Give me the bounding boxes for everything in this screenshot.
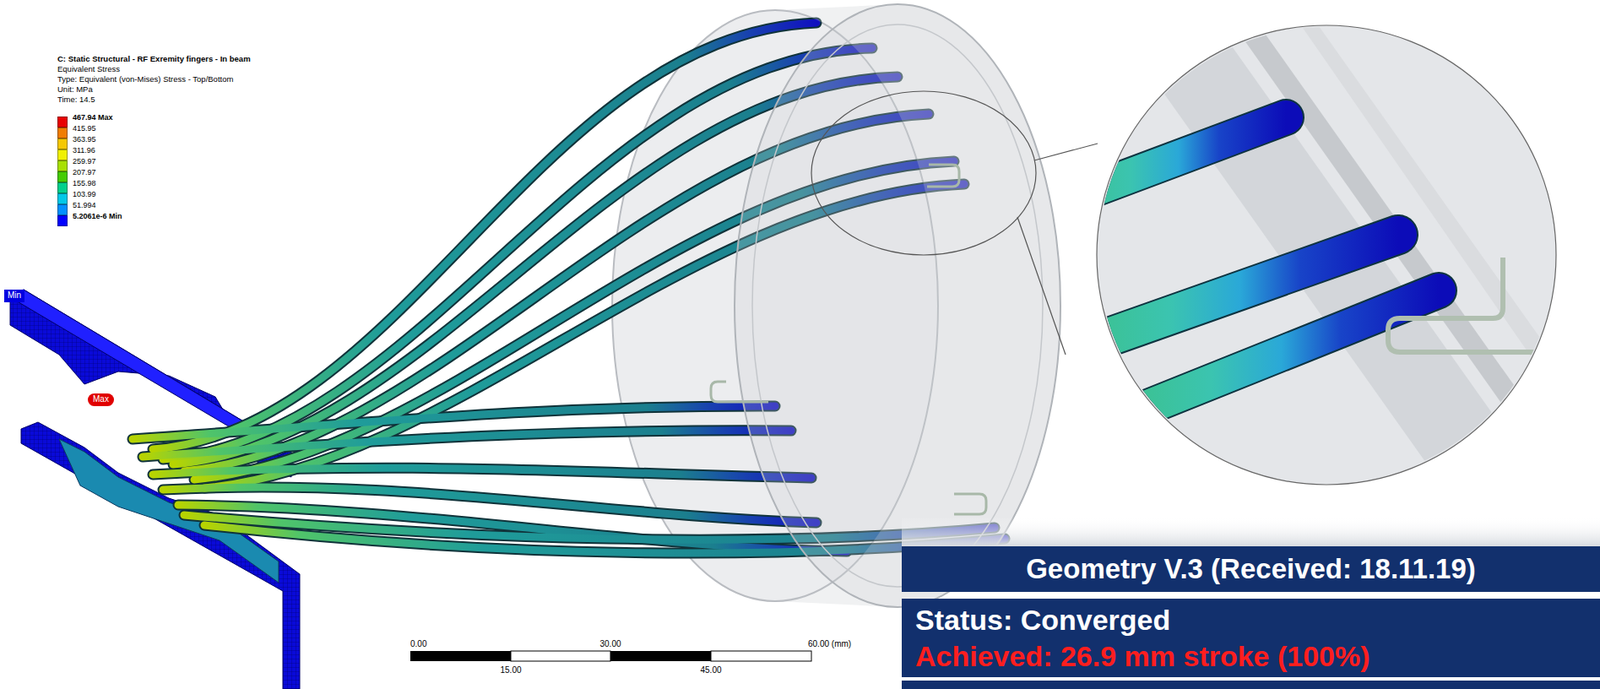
legend-swatch — [57, 182, 68, 194]
legend-value: 259.97 — [72, 157, 97, 166]
legend-value: 103.99 — [72, 190, 97, 199]
legend-value: 51.994 — [72, 201, 97, 210]
node-title: Geometry V.3 (Received: 18.11.19) — [1025, 551, 1476, 586]
legend-value: 415.95 — [72, 124, 97, 133]
node-title: Max — [92, 394, 109, 406]
result-title: C: Static Structural - RF Exremity finge… — [57, 54, 251, 64]
scale-value: 45.00 — [699, 665, 722, 675]
legend-swatch — [57, 204, 68, 216]
node-title: Min — [7, 290, 22, 302]
legend-swatch — [57, 171, 68, 183]
legend-swatch — [57, 160, 68, 172]
legend-swatch — [57, 215, 68, 227]
legend-swatch — [57, 149, 68, 161]
max-tag: Max — [87, 393, 114, 407]
legend-value: 467.94 Max — [72, 113, 114, 122]
legend-value: 5.2061e-6 Min — [72, 212, 123, 221]
geometry-banner: Geometry V.3 (Received: 18.11.19) — [901, 546, 1600, 592]
legend-swatch — [57, 138, 68, 150]
result-quantity: Equivalent Stress — [57, 64, 120, 74]
node-title: Status: Converged — [915, 602, 1587, 639]
scale-value: 60.00 (mm) — [808, 639, 852, 649]
scale-value: 30.00 — [599, 639, 621, 649]
legend-swatch — [57, 193, 68, 205]
legend-value: 363.95 — [72, 135, 97, 144]
result-time: Time: 14.5 — [57, 94, 96, 104]
result-unit: Unit: MPa — [57, 84, 93, 94]
status-banner: Status: ConvergedAchieved: 26.9 mm strok… — [901, 598, 1600, 678]
scale-value: 0.00 — [410, 639, 427, 649]
legend-value: 207.97 — [72, 168, 97, 177]
legend-swatch — [57, 116, 68, 128]
legend-value: 311.96 — [72, 146, 96, 155]
node-status: Achieved: 26.9 mm stroke (100%) — [915, 638, 1587, 675]
min-tag: Min — [4, 289, 25, 303]
result-type: Type: Equivalent (von-Mises) Stress - To… — [57, 74, 234, 84]
scale-value: 15.00 — [499, 665, 521, 675]
legend-entry: 5.2061e-6 Min — [57, 215, 123, 227]
legend-swatch — [57, 127, 68, 139]
legend-value: 155.98 — [72, 179, 97, 188]
